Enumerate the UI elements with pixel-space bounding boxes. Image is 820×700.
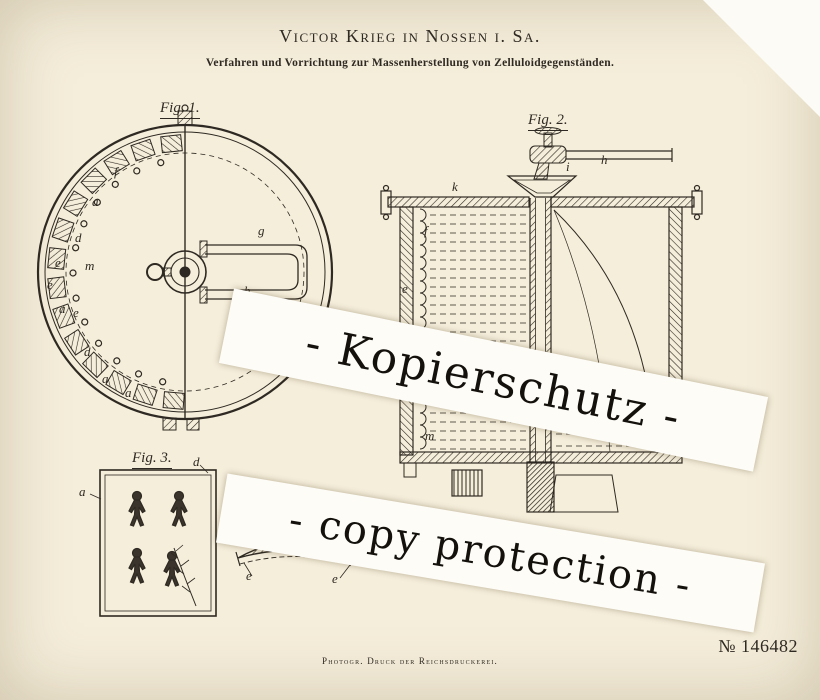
fig1-label-a3: a [102,372,109,385]
fig1-label-f: f [114,165,118,178]
printer-imprint: Photogr. Druck der Reichsdruckerei. [0,656,820,666]
fig2-label-i: i [566,160,570,173]
fig2-label-h: h [601,153,608,166]
fig1-label-a1: a [92,195,99,208]
fig3-caption: Fig. 3. [132,450,172,469]
fig1-label-d1: d [75,231,82,244]
fig1-caption: Fig. 1. [160,100,200,119]
fig1-label-e3: e [73,306,79,319]
fig2-label-f: f [424,224,428,237]
fig2-label-k: k [452,180,458,193]
page-title: Victor Krieg in Nossen i. Sa. [0,26,820,47]
fig1-label-e1: e [55,256,61,269]
fig1-label-a2: a [59,302,66,315]
fig1-label-d2: d [84,345,91,358]
fig1-label-g: g [258,224,265,237]
patent-number: № 146482 [718,636,798,657]
fig2-vessel-drawing [381,128,702,513]
section-label-e2: e [332,572,338,585]
fig3-label-a: a [79,485,86,498]
fig2-label-m: m [425,429,434,442]
fig2-caption: Fig. 2. [528,112,568,131]
fig3-label-d: d [193,455,200,468]
fig1-label-e2: e [47,278,53,291]
fig1-label-m: m [85,259,94,272]
fig1-label-a4: a [125,386,132,399]
fig3-mould-plate-drawing [90,465,216,616]
section-label-e1: e [246,569,252,582]
page-subtitle: Verfahren und Vorrichtung zur Massenhers… [0,57,820,69]
fig1-drum-drawing [38,105,332,430]
fig2-label-e: e [402,282,408,295]
